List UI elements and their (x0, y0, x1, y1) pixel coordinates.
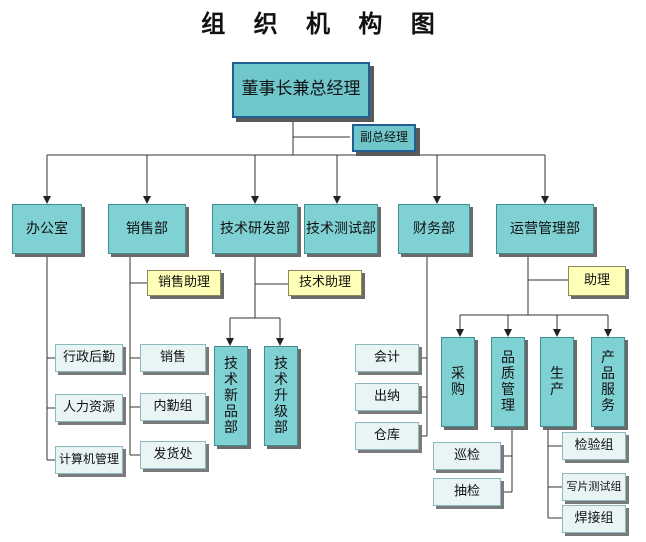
node-production-label: 生产 (550, 365, 564, 398)
node-production: 生产 (540, 337, 574, 427)
node-product-service-label: 产品服务 (601, 349, 615, 415)
node-testing: 技术测试部 (304, 204, 378, 254)
node-office: 办公室 (12, 204, 82, 254)
node-upgrade-label: 技术升级部 (274, 355, 288, 437)
node-chairman: 董事长兼总经理 (232, 62, 370, 118)
node-sampling-inspection: 抽检 (433, 478, 501, 506)
node-inspection-group: 检验组 (562, 432, 626, 460)
node-cashier: 出纳 (355, 383, 419, 411)
node-procurement-label: 采购 (451, 365, 465, 398)
node-warehouse: 仓库 (355, 422, 419, 450)
node-hr: 人力资源 (55, 394, 123, 422)
node-sales-staff: 销售 (140, 344, 206, 372)
node-quality: 品质管理 (491, 337, 525, 427)
node-chip-test-group: 写片测试组 (562, 473, 626, 501)
node-accounting: 会计 (355, 344, 419, 372)
node-tech-assistant: 技术助理 (288, 270, 362, 296)
node-procurement: 采购 (441, 337, 475, 427)
page-title: 组 织 机 构 图 (201, 10, 445, 38)
node-quality-label: 品质管理 (501, 349, 515, 415)
node-welding-group: 焊接组 (562, 505, 626, 533)
node-domestic-group: 内勤组 (140, 393, 206, 421)
node-upgrade: 技术升级部 (264, 346, 298, 446)
node-vice-gm: 副总经理 (352, 124, 416, 152)
node-rnd: 技术研发部 (212, 204, 298, 254)
node-shipping: 发货处 (140, 441, 206, 469)
node-admin-logistics: 行政后勤 (55, 344, 123, 372)
node-sales: 销售部 (108, 204, 186, 254)
node-operations: 运营管理部 (496, 204, 594, 254)
node-finance: 财务部 (398, 204, 470, 254)
node-new-product-label: 技术新品部 (224, 355, 238, 437)
node-new-product: 技术新品部 (214, 346, 248, 446)
node-it-management: 计算机管理 (55, 446, 123, 474)
node-sales-assistant: 销售助理 (147, 270, 221, 296)
node-patrol-inspection: 巡检 (433, 442, 501, 470)
node-ops-assistant: 助理 (568, 266, 626, 296)
node-product-service: 产品服务 (591, 337, 625, 427)
